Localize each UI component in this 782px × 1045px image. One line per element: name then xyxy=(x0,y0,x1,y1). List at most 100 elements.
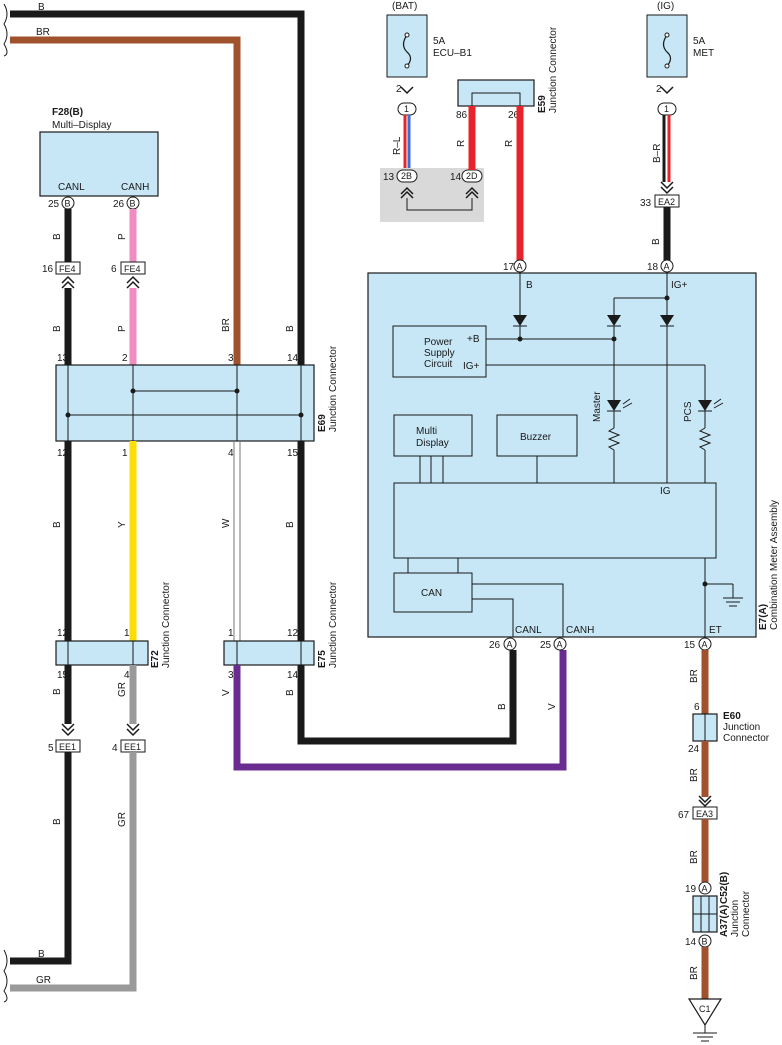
svg-text:Multi–Display: Multi–Display xyxy=(52,120,111,131)
svg-text:B: B xyxy=(52,818,63,825)
svg-text:+B: +B xyxy=(467,334,480,345)
svg-text:IG: IG xyxy=(660,486,671,497)
svg-text:33: 33 xyxy=(640,198,652,209)
svg-text:19: 19 xyxy=(685,884,697,895)
svg-text:B: B xyxy=(526,280,533,291)
svg-text:EE1: EE1 xyxy=(124,742,141,752)
svg-text:24: 24 xyxy=(688,744,700,755)
svg-text:R–L: R–L xyxy=(392,136,403,155)
svg-text:F28(B): F28(B) xyxy=(52,107,83,118)
svg-text:B: B xyxy=(651,238,662,245)
wire-label-br: BR xyxy=(36,27,50,38)
svg-text:Supply: Supply xyxy=(424,348,455,359)
svg-text:B–R: B–R xyxy=(652,144,663,163)
svg-text:Y: Y xyxy=(117,521,128,528)
svg-text:Junction Connector: Junction Connector xyxy=(161,581,172,668)
svg-text:Junction: Junction xyxy=(723,722,760,733)
svg-text:FE4: FE4 xyxy=(124,264,141,274)
svg-text:4: 4 xyxy=(228,448,234,459)
wire-break-mark-bottom xyxy=(3,949,8,1003)
svg-text:15: 15 xyxy=(684,640,696,651)
svg-text:CANL: CANL xyxy=(58,182,85,193)
svg-text:E75: E75 xyxy=(317,650,328,668)
svg-text:A: A xyxy=(702,884,708,894)
svg-text:3: 3 xyxy=(228,353,234,364)
svg-text:6: 6 xyxy=(111,264,117,275)
svg-text:P: P xyxy=(117,325,128,332)
e59-junction-connector: 86 26 E59 Junction Connector xyxy=(456,26,559,121)
svg-text:Junction: Junction xyxy=(730,900,741,937)
svg-text:12: 12 xyxy=(287,628,299,639)
svg-text:FE4: FE4 xyxy=(59,264,76,274)
svg-text:2: 2 xyxy=(396,84,402,95)
svg-text:3: 3 xyxy=(228,670,234,681)
svg-text:EA3: EA3 xyxy=(696,809,713,819)
svg-text:4: 4 xyxy=(124,670,130,681)
svg-text:67: 67 xyxy=(678,810,690,821)
svg-text:V: V xyxy=(221,689,232,696)
svg-text:2: 2 xyxy=(656,84,662,95)
e72-junction-connector: 12 1 15 4 E72 Junction Connector xyxy=(55,581,172,681)
wire-b-top xyxy=(10,10,305,365)
svg-text:B: B xyxy=(38,949,45,960)
wire-can-low xyxy=(297,650,517,745)
svg-text:CANH: CANH xyxy=(121,182,149,193)
f28-pin-canl: 25 xyxy=(48,199,60,210)
svg-text:EA2: EA2 xyxy=(658,197,675,207)
svg-text:Master: Master xyxy=(592,391,603,422)
svg-text:13: 13 xyxy=(383,172,395,183)
svg-text:GR: GR xyxy=(117,812,128,827)
svg-text:4: 4 xyxy=(112,743,118,754)
svg-text:14: 14 xyxy=(287,670,299,681)
svg-text:16: 16 xyxy=(42,264,54,275)
e69-junction-connector: 13 2 3 14 12 1 4 15 E69 Junction Connect… xyxy=(55,345,339,459)
svg-text:Circuit: Circuit xyxy=(424,359,453,370)
svg-text:14: 14 xyxy=(287,353,299,364)
e7-combination-meter: 17 18 A A B IG+ Power Supply Circuit +B … xyxy=(367,259,780,651)
svg-text:B: B xyxy=(285,689,296,696)
svg-text:2D: 2D xyxy=(466,171,478,181)
connector-fe4-a: 16 FE4 xyxy=(42,261,81,289)
svg-text:13: 13 xyxy=(57,353,69,364)
svg-text:6: 6 xyxy=(694,702,700,713)
wire-break-mark xyxy=(3,3,8,57)
svg-text:B: B xyxy=(52,233,63,240)
svg-text:E59: E59 xyxy=(537,95,548,113)
svg-text:A: A xyxy=(557,640,563,650)
connector-2d: 14 2D xyxy=(450,169,483,199)
svg-text:5: 5 xyxy=(48,743,54,754)
svg-text:Combination Meter Assembly: Combination Meter Assembly xyxy=(769,500,780,630)
svg-text:15: 15 xyxy=(287,448,299,459)
svg-text:14: 14 xyxy=(450,172,462,183)
svg-text:B: B xyxy=(65,199,71,209)
wire-can-high xyxy=(233,650,567,771)
svg-text:W: W xyxy=(221,518,232,528)
svg-text:5A: 5A xyxy=(693,36,706,47)
svg-text:Connector: Connector xyxy=(723,733,770,744)
connector-2b: 13 2B xyxy=(383,169,418,199)
svg-text:14: 14 xyxy=(685,937,697,948)
svg-text:E7(A): E7(A) xyxy=(758,604,769,630)
c52-junction-connector: 19 A B 14 A37(A) C52(B) Junction Connect… xyxy=(685,872,752,948)
svg-text:BR: BR xyxy=(689,850,700,864)
svg-text:B: B xyxy=(702,937,708,947)
svg-text:Junction Connector: Junction Connector xyxy=(328,345,339,432)
svg-text:E72: E72 xyxy=(150,650,161,668)
svg-text:CANL: CANL xyxy=(515,625,542,636)
svg-text:A: A xyxy=(702,640,708,650)
connector-ea3: 67 EA3 xyxy=(678,806,718,821)
svg-text:B: B xyxy=(285,521,296,528)
svg-text:B: B xyxy=(52,325,63,332)
svg-text:ECU–B1: ECU–B1 xyxy=(433,48,472,59)
svg-text:1: 1 xyxy=(228,628,234,639)
svg-text:EE1: EE1 xyxy=(59,742,76,752)
svg-text:Power: Power xyxy=(424,337,453,348)
connector-ee1-b: 4 EE1 xyxy=(112,739,146,754)
svg-text:PCS: PCS xyxy=(683,401,694,422)
svg-text:E60: E60 xyxy=(723,711,741,722)
svg-text:Junction Connector: Junction Connector xyxy=(328,581,339,668)
svg-text:A: A xyxy=(517,262,523,272)
svg-text:Display: Display xyxy=(416,438,449,449)
